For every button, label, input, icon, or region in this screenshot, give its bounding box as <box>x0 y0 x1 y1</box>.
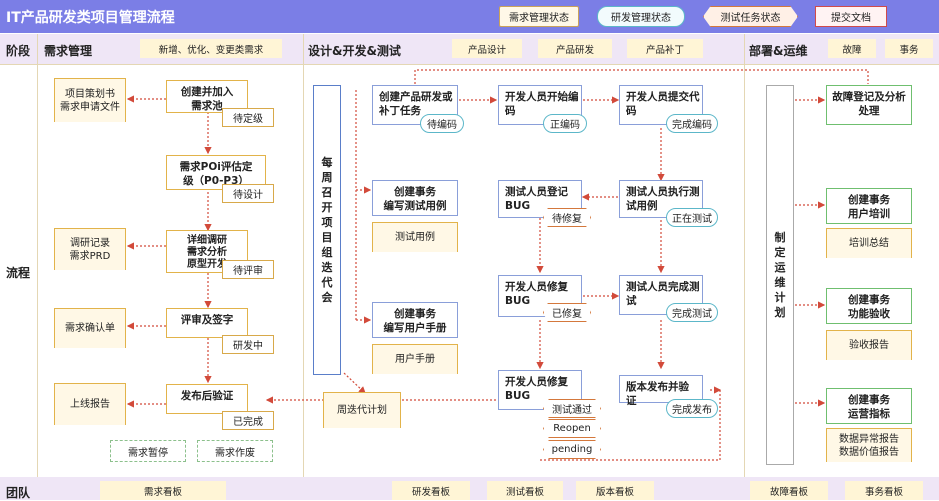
doc-training-summary: 培训总结 <box>826 228 912 258</box>
doc-acceptance-report: 验收报告 <box>826 330 912 360</box>
status-undetermined: 待定级 <box>222 108 274 127</box>
legend-doc: 提交文档 <box>815 6 887 27</box>
team-tag: 事务看板 <box>845 481 923 500</box>
status-test-passed: 测试通过 <box>543 399 601 418</box>
step-tester-complete: 测试人员完成测 试 <box>619 275 703 315</box>
team-tag: 故障看板 <box>750 481 828 500</box>
status-to-design: 待设计 <box>222 184 274 203</box>
doc-launch-report: 上线报告 <box>54 383 126 425</box>
step-user-training: 创建事务 用户培训 <box>826 188 912 224</box>
step-create-pool: 创建并加入 需求池 <box>166 80 248 113</box>
doc-confirmation: 需求确认单 <box>54 308 126 348</box>
team-tag: 需求看板 <box>100 481 226 500</box>
status-testing: 正在测试 <box>666 208 718 227</box>
team-tag: 研发看板 <box>392 481 470 500</box>
header-col2-tag: 产品研发 <box>538 39 612 58</box>
ops-plan: 制 定 运 维 计 划 <box>766 85 794 465</box>
doc-project-plan: 项目策划书 需求申请文件 <box>54 78 126 122</box>
status-pending: pending <box>543 440 601 459</box>
header-col1-tag: 新增、优化、变更类需求 <box>140 39 282 58</box>
status-to-review: 待评审 <box>222 260 274 279</box>
status-coding: 正编码 <box>543 114 587 133</box>
step-function-acceptance: 创建事务 功能验收 <box>826 288 912 324</box>
legend-test-status-shape <box>703 6 798 27</box>
header-col2: 设计&开发&测试 <box>308 44 401 58</box>
status-code-done: 完成编码 <box>666 114 718 133</box>
step-review-sign: 评审及签字 <box>166 308 248 338</box>
step-write-test-cases: 创建事务 编写测试用例 <box>372 180 458 216</box>
status-reopen: Reopen <box>543 419 601 438</box>
header-stage: 阶段 <box>6 44 31 58</box>
grid-line <box>303 34 304 500</box>
header-col3: 部署&运维 <box>749 44 808 58</box>
doc-user-manual: 用户手册 <box>372 344 458 374</box>
status-fixed: 已修复 <box>543 303 591 322</box>
step-post-release-verify: 发布后验证 <box>166 384 248 414</box>
status-to-fix: 待修复 <box>543 208 591 227</box>
step-ops-metrics: 创建事务 运营指标 <box>826 388 912 424</box>
doc-data-reports: 数据异常报告 数据价值报告 <box>826 428 912 462</box>
team-tag: 测试看板 <box>487 481 563 500</box>
status-test-done: 完成测试 <box>666 303 718 322</box>
step-fault-register: 故障登记及分析 处理 <box>826 85 912 125</box>
header-col3-tag: 事务 <box>885 39 933 58</box>
step-write-user-manual: 创建事务 编写用户手册 <box>372 302 458 338</box>
legend-dev-status: 研发管理状态 <box>597 6 685 27</box>
grid-line <box>0 64 939 65</box>
header-col2-tag: 产品设计 <box>452 39 522 58</box>
grid-line <box>37 34 38 500</box>
row-team-label: 团队 <box>6 486 31 500</box>
doc-weekly-plan: 周迭代计划 <box>323 392 401 428</box>
header-col2-tag: 产品补丁 <box>627 39 703 58</box>
step-release-verify: 版本发布并验证 <box>619 375 703 407</box>
legend-demand-status: 需求管理状态 <box>499 6 579 27</box>
status-developing: 研发中 <box>222 335 274 354</box>
status-released: 完成发布 <box>666 399 718 418</box>
status-completed: 已完成 <box>222 411 274 430</box>
weekly-iteration-meeting: 每 周 召 开 项 目 组 迭 代 会 <box>313 85 341 375</box>
demand-cancelled: 需求作废 <box>197 440 273 462</box>
doc-test-cases: 测试用例 <box>372 222 458 252</box>
header-col3-tag: 故障 <box>828 39 876 58</box>
team-tag: 版本看板 <box>576 481 654 500</box>
doc-research-prd: 调研记录 需求PRD <box>54 228 126 270</box>
status-to-code: 待编码 <box>420 114 464 133</box>
step-poi-evaluate: 需求POi评估定 级（P0-P3） <box>166 155 266 190</box>
page-title: IT产品研发类项目管理流程 <box>6 10 175 26</box>
legend-test-status: 测试任务状态 <box>720 13 781 24</box>
header-col1: 需求管理 <box>44 44 93 58</box>
grid-line <box>744 34 745 500</box>
demand-paused: 需求暂停 <box>110 440 186 462</box>
row-flow-label: 流程 <box>6 266 31 280</box>
